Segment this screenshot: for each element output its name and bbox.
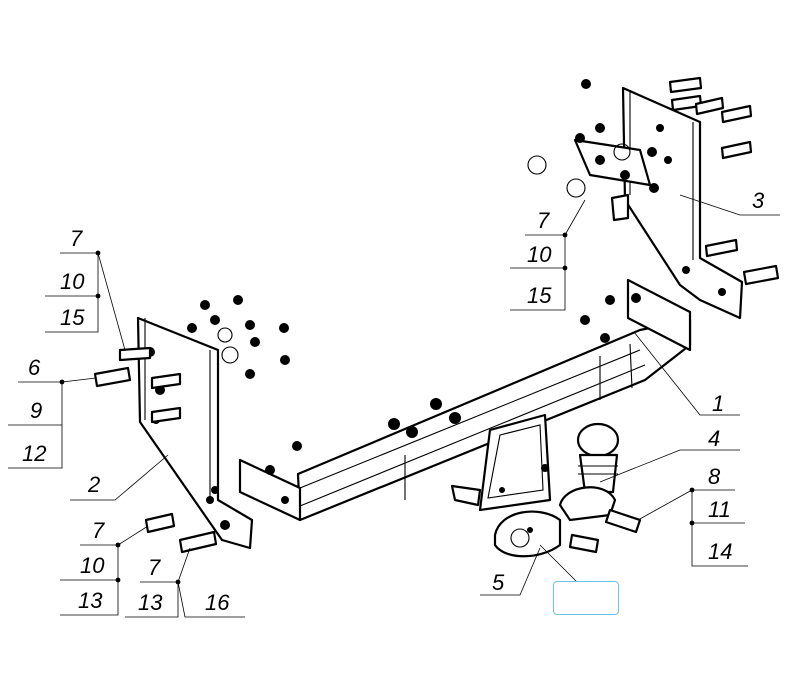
part-labels: 1 2 3 4 5 6 8 7 10 15 7 10 15 9 12 7 10 … [22,188,765,615]
label-6: 6 [28,355,41,380]
label-12: 12 [22,441,46,466]
label-5: 5 [492,570,505,595]
label-l-top-10: 10 [60,269,85,294]
label-11: 11 [708,497,731,522]
highlight-box [553,581,619,615]
beam-fasteners [267,398,461,471]
hitch-receiver-plate [450,413,552,512]
label-9: 9 [30,398,42,423]
cross-beam [238,278,692,522]
label-4: 4 [708,426,720,451]
label-l-bot-16: 16 [205,590,230,615]
label-2: 2 [87,472,100,497]
label-1: 1 [712,391,724,416]
label-l-top-7: 7 [70,226,83,251]
label-8: 8 [708,464,721,489]
label-l-low-10: 10 [80,553,105,578]
label-14: 14 [708,539,732,564]
label-r-top-7: 7 [537,208,550,233]
label-3: 3 [752,188,765,213]
label-l-top-15: 15 [60,305,85,330]
label-l-bot-13: 13 [138,590,163,615]
right-bracket [527,76,780,343]
left-bracket [93,295,290,554]
label-l-low-13: 13 [78,588,103,613]
label-l-bot-7: 7 [148,555,161,580]
label-r-top-15: 15 [527,283,552,308]
label-l-low-7: 7 [92,518,105,543]
label-r-top-10: 10 [527,242,552,267]
socket-plate [493,508,642,558]
tow-ball [558,422,620,522]
